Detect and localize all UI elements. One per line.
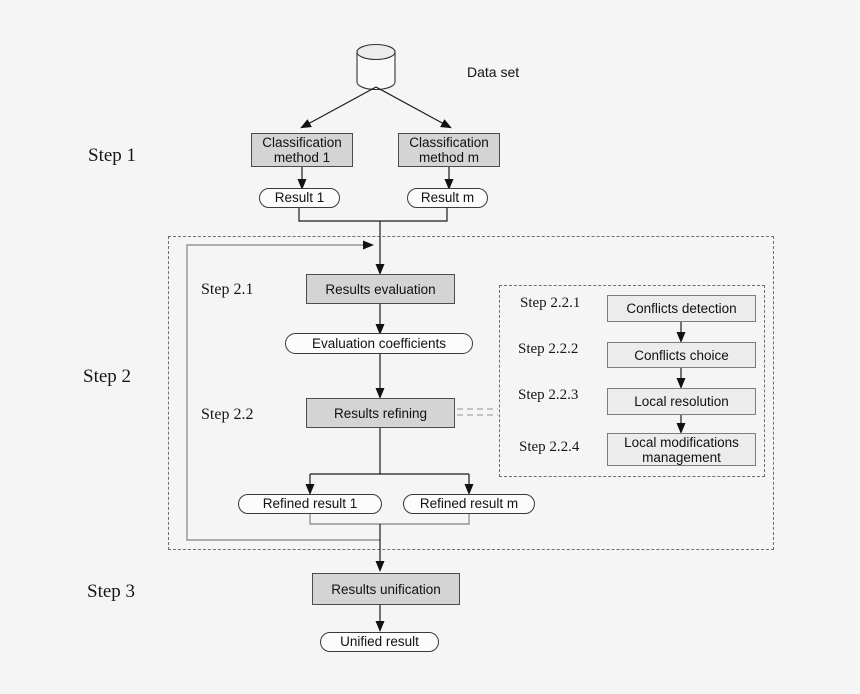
- substeps-dashed-container: [499, 285, 765, 477]
- step2-2-4-label: Step 2.2.4: [519, 439, 580, 455]
- node-local-modifications-management: Local modifications management: [607, 433, 756, 466]
- step1-label: Step 1: [88, 145, 137, 166]
- node-unified-result: Unified result: [320, 632, 439, 652]
- method-result-arrows: [297, 166, 454, 190]
- node-conflicts-choice: Conflicts choice: [607, 342, 756, 368]
- database-cylinder-icon: [356, 43, 396, 91]
- step2-2-1-label: Step 2.2.1: [520, 295, 581, 311]
- dataset-arrows: [300, 86, 452, 129]
- node-local-resolution: Local resolution: [607, 388, 756, 415]
- node-result-1: Result 1: [259, 188, 340, 208]
- node-evaluation-coefficients: Evaluation coefficients: [285, 333, 473, 354]
- node-refined-result-m: Refined result m: [403, 494, 535, 514]
- step3-label: Step 3: [87, 581, 136, 602]
- step2-2-label: Step 2.2: [201, 406, 254, 423]
- step2-1-label: Step 2.1: [201, 281, 254, 298]
- node-results-refining: Results refining: [306, 398, 455, 428]
- node-result-m: Result m: [407, 188, 488, 208]
- node-results-evaluation: Results evaluation: [306, 274, 455, 304]
- step2-2-2-label: Step 2.2.2: [518, 341, 579, 357]
- node-classification-method-1: Classification method 1: [251, 133, 353, 167]
- node-results-unification: Results unification: [312, 573, 460, 605]
- step2-label: Step 2: [83, 366, 132, 387]
- node-conflicts-detection: Conflicts detection: [607, 295, 756, 322]
- node-classification-method-m: Classification method m: [398, 133, 500, 167]
- step2-dashed-container: [168, 236, 774, 550]
- step2-2-3-label: Step 2.2.3: [518, 387, 579, 403]
- node-refined-result-1: Refined result 1: [238, 494, 382, 514]
- dataset-label: Data set: [467, 64, 520, 80]
